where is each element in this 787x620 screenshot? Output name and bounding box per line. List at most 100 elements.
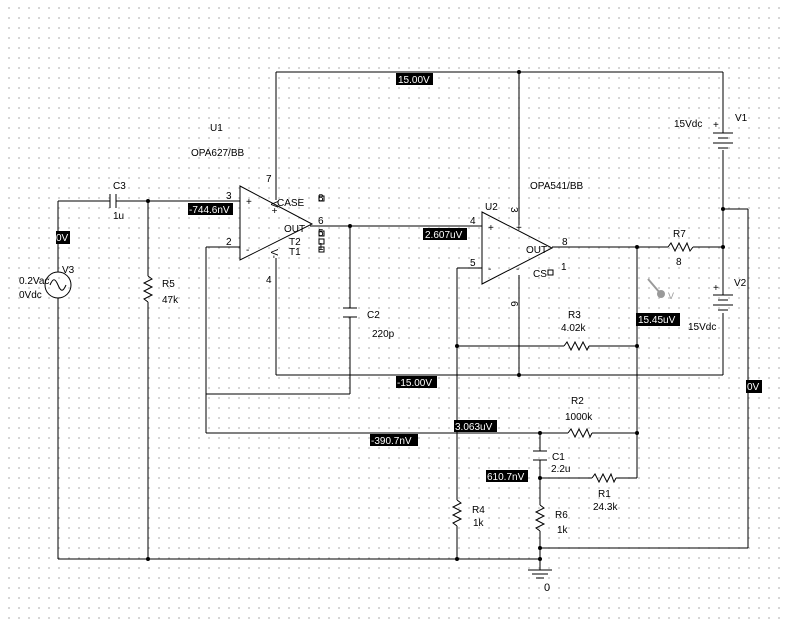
svg-text:610.7nV: 610.7nV — [487, 472, 525, 483]
ground-label: 0 — [544, 582, 550, 594]
u2-vminus-mark: - — [516, 264, 519, 275]
u1-pin8: 8 — [318, 193, 324, 204]
r1-value: 24.3k — [593, 502, 618, 513]
tag-right-src: 0V — [746, 380, 762, 393]
ground-symbol[interactable] — [528, 569, 552, 579]
u1-minus-mark: - — [246, 245, 249, 256]
v3-ref: V3 — [62, 265, 75, 276]
c1-value: 2.2u — [551, 464, 570, 475]
v3-dc: 0Vdc — [19, 290, 42, 301]
u1-vplus-mark: V+ — [268, 201, 279, 214]
u1-plus-mark: + — [246, 197, 252, 208]
v1-value: 15Vdc — [674, 119, 702, 130]
svg-text:0V: 0V — [747, 382, 760, 393]
u1-ref: U1 — [210, 123, 223, 134]
junctions — [146, 70, 725, 561]
r3-value: 4.02k — [561, 323, 586, 334]
u2-pin6: 6 — [508, 301, 519, 307]
battery-v1[interactable]: + — [713, 120, 733, 149]
v3-ac: 0.2Vac — [19, 276, 49, 287]
u2-minus-mark: - — [488, 264, 491, 275]
u1-pin1: 1 — [318, 242, 324, 253]
source-v3[interactable] — [44, 271, 72, 299]
resistor-r4[interactable] — [451, 499, 463, 527]
u1-pin4: 4 — [266, 275, 272, 286]
r6-value: 1k — [557, 525, 569, 536]
svg-text:-15.00V: -15.00V — [397, 378, 432, 389]
resistor-r1[interactable] — [591, 472, 617, 484]
u2-ref: U2 — [485, 202, 498, 213]
u2-cs-mark: CS — [533, 269, 547, 280]
tag-output: 15.45uV — [636, 313, 680, 326]
resistor-r5[interactable] — [142, 275, 154, 303]
resistor-r2[interactable] — [567, 427, 593, 439]
voltage-probe[interactable]: V — [647, 278, 674, 301]
tag-left-src: 0V — [56, 231, 70, 244]
u1-t2-mark: T2 — [289, 237, 301, 248]
c2-value: 220p — [372, 329, 395, 340]
v1-ref: V1 — [735, 113, 748, 124]
c2-ref: C2 — [367, 310, 380, 321]
u1-pin3: 3 — [226, 191, 232, 202]
tag-top-rail: 15.00V — [396, 73, 433, 86]
svg-text:-390.7nV: -390.7nV — [371, 436, 412, 447]
u2-pin5: 5 — [470, 258, 476, 269]
r1-ref: R1 — [598, 489, 611, 500]
u1-case-mark: CASE — [277, 198, 305, 209]
r2-ref: R2 — [571, 396, 584, 407]
resistor-r7[interactable] — [667, 241, 694, 253]
svg-text:15.45uV: 15.45uV — [638, 315, 676, 326]
r6-ref: R6 — [555, 510, 568, 521]
tag-fb-node: 3.063uV — [454, 420, 497, 433]
wires — [57, 71, 749, 570]
r5-value: 47k — [162, 295, 179, 306]
v2-value: 15Vdc — [688, 322, 716, 333]
tag-bottom-rail: -15.00V — [396, 376, 437, 389]
resistor-r6[interactable] — [534, 504, 546, 532]
r7-ref: R7 — [673, 229, 686, 240]
r4-ref: R4 — [472, 505, 485, 516]
tag-u2-in-plus: 2.607uV — [423, 228, 467, 241]
u2-pin4: 4 — [470, 216, 476, 227]
capacitor-c3[interactable] — [106, 194, 120, 208]
resistor-r3[interactable] — [563, 340, 590, 352]
u1-vminus-mark: V- — [268, 249, 279, 258]
probe-label: V — [668, 291, 674, 301]
tag-c1-node: 610.7nV — [486, 470, 528, 483]
u1-out-mark: OUT — [284, 224, 305, 235]
u2-model: OPA541/BB — [530, 181, 584, 192]
r7-value: 8 — [676, 257, 682, 268]
u1-pin7: 7 — [266, 174, 272, 185]
svg-text:2.607uV: 2.607uV — [425, 230, 463, 241]
c3-value: 1u — [113, 211, 124, 222]
r4-value: 1k — [473, 518, 485, 529]
svg-text:15.00V: 15.00V — [398, 75, 430, 86]
u1-pin5: 5 — [318, 228, 324, 239]
battery-v2[interactable]: + — [713, 283, 733, 311]
u1-model: OPA627/BB — [191, 148, 245, 159]
u2-pin1: 1 — [561, 262, 567, 273]
svg-text:3.063uV: 3.063uV — [455, 422, 493, 433]
c1-ref: C1 — [552, 452, 565, 463]
u2-pin3: 3 — [508, 207, 519, 213]
r5-ref: R5 — [162, 279, 175, 290]
r2-value: 1000k — [565, 412, 593, 423]
u2-plus-mark: + — [488, 223, 494, 234]
u1-t1-mark: T1 — [289, 247, 301, 258]
opamp-u2[interactable]: + - + - 4 5 3 6 OUT CS 8 1 — [470, 207, 568, 307]
tag-u1-in-plus: -744.6nV — [188, 203, 233, 216]
svg-text:0V: 0V — [56, 233, 69, 244]
u1-pin2: 2 — [226, 237, 232, 248]
capacitor-c1[interactable] — [533, 450, 547, 461]
r3-ref: R3 — [568, 310, 581, 321]
v2-plus-mark: + — [713, 283, 719, 294]
tag-u1-in-minus: -390.7nV — [370, 434, 418, 447]
u2-vplus-mark: + — [516, 223, 522, 234]
u1-pin6: 6 — [318, 216, 324, 227]
v2-ref: V2 — [734, 278, 747, 289]
v1-plus-mark: + — [713, 120, 719, 131]
capacitor-c2[interactable] — [343, 307, 357, 318]
c3-ref: C3 — [113, 181, 126, 192]
opamp-u1[interactable]: + - 3 2 7 4 V+ V- CASE OUT T2 T1 8 6 5 1 — [226, 174, 325, 286]
